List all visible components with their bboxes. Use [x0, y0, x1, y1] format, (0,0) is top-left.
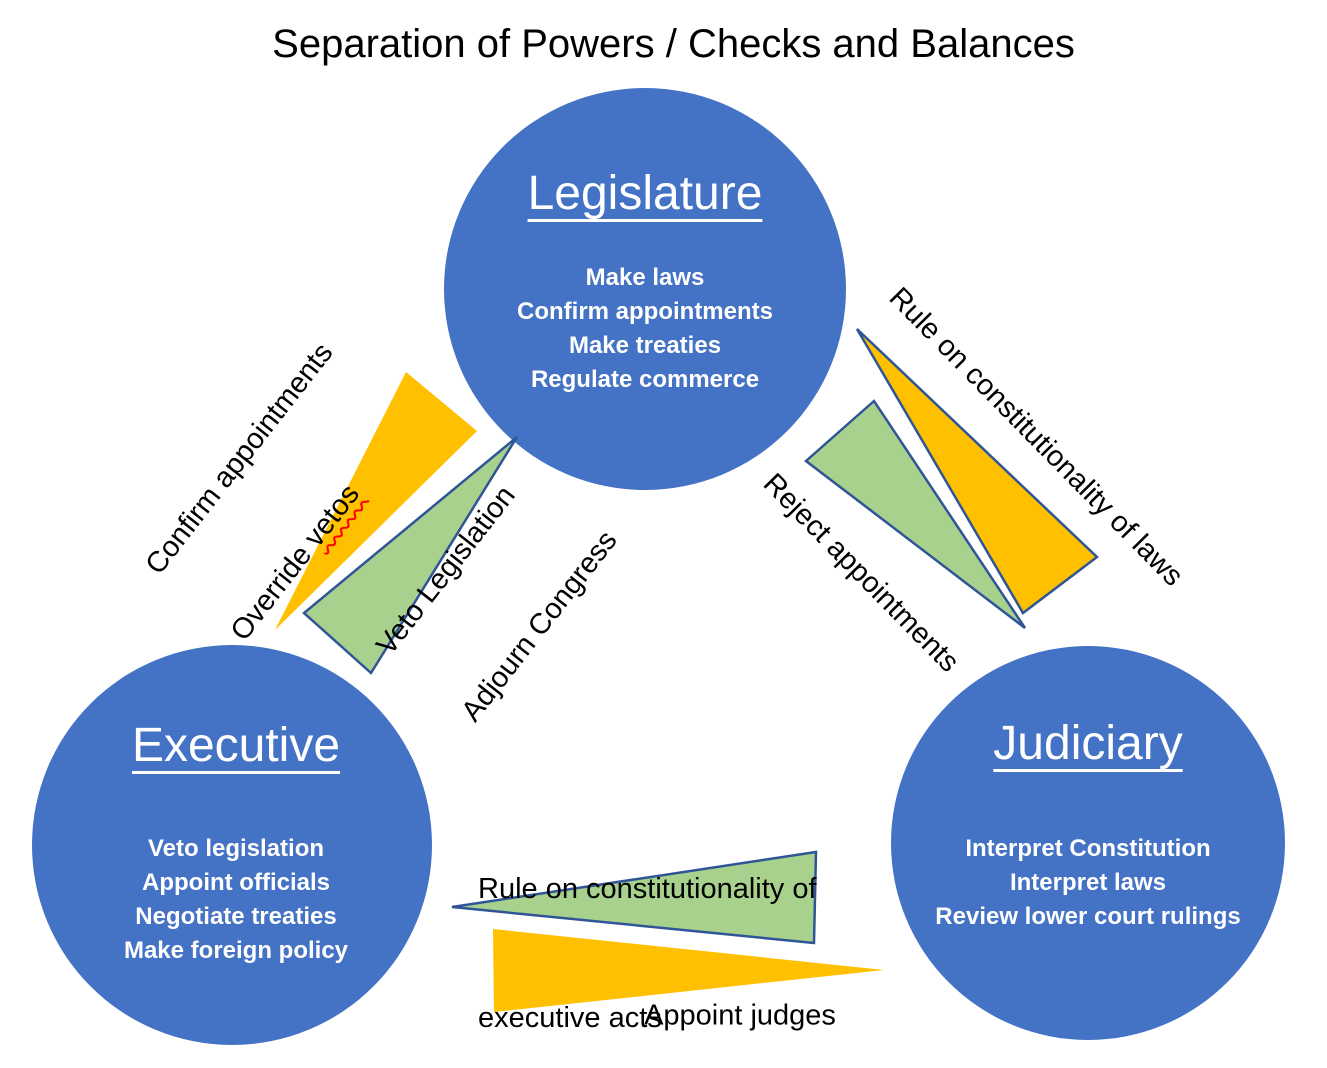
- label-judiciary-checks-executive: Rule on constitutionality of executive a…: [478, 873, 817, 1034]
- executive-power-item: Appoint officials: [142, 869, 330, 896]
- legislature-heading: Legislature: [527, 167, 763, 220]
- legislature-powers: Make laws Confirm appointments Make trea…: [445, 261, 845, 397]
- arrow-executive-checks-legislature: [302, 436, 519, 675]
- arrow-executive-checks-judiciary: [493, 929, 884, 1012]
- judiciary-circle: [891, 646, 1285, 1040]
- legislature-power-item: Make laws: [585, 264, 705, 291]
- judiciary-power-item: Interpret laws: [1009, 869, 1167, 896]
- arrow-legislature-checks-executive: [275, 372, 477, 630]
- executive-power-item: Veto legislation: [147, 835, 325, 862]
- legislature-power-item: Make treaties: [568, 332, 722, 359]
- judiciary-heading: Judiciary: [993, 717, 1183, 770]
- arrow-judiciary-checks-executive: [451, 850, 818, 945]
- judiciary-power-item: Interpret Constitution: [965, 835, 1211, 862]
- legislature-circle: [444, 88, 846, 490]
- arrow-judiciary-checks-legislature: [855, 328, 1099, 615]
- executive-circle: [32, 645, 432, 1045]
- legislature-power-item: Confirm appointments: [517, 298, 773, 325]
- executive-powers: Veto legislation Appoint officials Negot…: [32, 832, 440, 968]
- arrow-legislature-checks-judiciary: [804, 399, 1027, 629]
- judiciary-power-item: Review lower court rulings: [935, 903, 1241, 930]
- label-executive-checks-judiciary: Appoint judges: [644, 999, 836, 1032]
- executive-heading: Executive: [131, 719, 341, 772]
- judiciary-powers: Interpret Constitution Interpret laws Re…: [888, 832, 1288, 934]
- executive-power-item: Negotiate treaties: [135, 903, 337, 930]
- legislature-power-item: Regulate commerce: [530, 366, 760, 393]
- executive-power-item: Make foreign policy: [123, 937, 349, 964]
- diagram-title: Separation of Powers / Checks and Balanc…: [272, 22, 1075, 66]
